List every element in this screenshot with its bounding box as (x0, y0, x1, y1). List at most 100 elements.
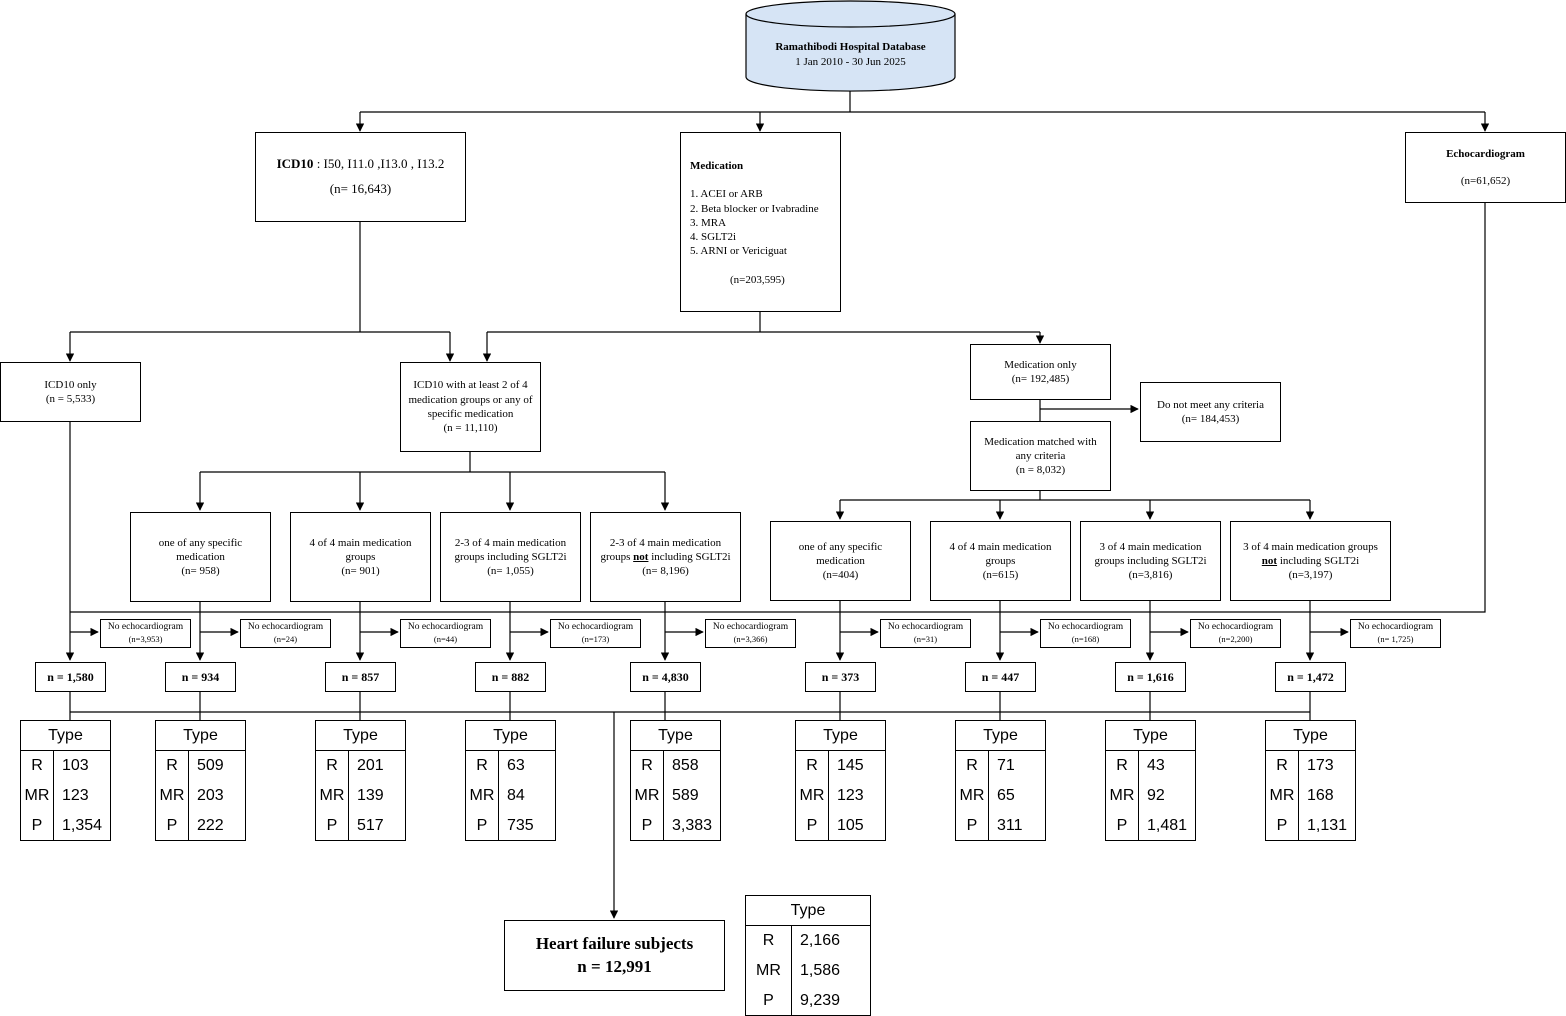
type-label: MR (466, 781, 499, 811)
type-value: 1,131 (1307, 817, 1348, 834)
medication-item: 4. SGLT2i (690, 231, 737, 244)
no-echo-label: No echocardiogram (712, 622, 789, 633)
group-label: 4 of 4 main medication (309, 536, 412, 549)
type-table-header: Type (796, 721, 885, 751)
no-echo-count: (n=3,366) (733, 634, 768, 645)
group-count: (n=3,816) (1128, 569, 1173, 582)
type-label: R (1266, 751, 1299, 781)
medication-matched-line: any criteria (1015, 449, 1066, 462)
type-table-header: Type (956, 721, 1045, 751)
type-value: 84 (507, 787, 525, 804)
group-box: 2-3 of 4 main medication groups includin… (440, 512, 581, 602)
medication-only-label: Medication only (1004, 358, 1077, 371)
group-label: 3 of 4 main medication (1099, 540, 1202, 553)
type-value: 145 (837, 757, 864, 774)
type-value: 139 (357, 787, 384, 804)
group-count: (n=3,197) (1288, 569, 1333, 582)
no-echo-count: (n=3,953) (128, 634, 163, 645)
type-table-header: Type (1106, 721, 1195, 751)
database-node: Ramathibodi Hospital Database 1 Jan 2010… (745, 0, 956, 92)
no-echo-box: No echocardiogram (n=3,953) (100, 619, 191, 648)
no-echo-count: (n=168) (1071, 634, 1100, 645)
n-count-box: n = 1,580 (35, 662, 106, 692)
medication-title: Medication (690, 160, 744, 172)
no-criteria-label: Do not meet any criteria (1157, 398, 1264, 411)
type-label: MR (796, 781, 829, 811)
type-value: 203 (197, 787, 224, 804)
type-label: P (316, 811, 349, 841)
no-echo-label: No echocardiogram (107, 622, 184, 633)
type-label: P (1106, 811, 1139, 841)
type-value: 103 (62, 757, 89, 774)
icd10-with-medication-count: (n = 11,110) (443, 422, 498, 435)
type-value: 311 (997, 817, 1023, 834)
type-label: MR (631, 781, 664, 811)
group-box: 3 of 4 main medication groups not includ… (1230, 521, 1391, 601)
group-count: (n=615) (982, 569, 1019, 582)
medication-item: 5. ARNI or Vericiguat (690, 245, 787, 258)
type-table-row: P 517 (316, 811, 405, 841)
type-value: 63 (507, 757, 525, 774)
type-label: P (466, 811, 499, 841)
medication-only-count: (n= 192,485) (1011, 373, 1070, 385)
n-count-box: n = 1,472 (1275, 662, 1346, 692)
type-value: 1,481 (1147, 817, 1188, 834)
type-value: 517 (357, 817, 384, 834)
database-cylinder-icon (745, 0, 956, 92)
no-echo-count: (n= 1,725) (1377, 634, 1414, 645)
type-value: 105 (837, 817, 864, 834)
type-value: 858 (672, 757, 699, 774)
no-echo-label: No echocardiogram (247, 622, 324, 633)
group-box: 3 of 4 main medication groups including … (1080, 521, 1221, 601)
type-label: P (746, 986, 792, 1016)
heart-failure-count: n = 12,991 (577, 956, 652, 976)
type-table-header: Type (746, 896, 870, 926)
no-echo-box: No echocardiogram (n=2,200) (1190, 619, 1281, 648)
no-echo-label: No echocardiogram (887, 622, 964, 633)
no-echo-box: No echocardiogram (n=31) (880, 619, 971, 648)
no-echo-box: No echocardiogram (n=168) (1040, 619, 1131, 648)
group-label: groups (345, 550, 376, 563)
database-period: 1 Jan 2010 - 30 Jun 2025 (795, 55, 906, 68)
type-value: 92 (1147, 787, 1165, 804)
type-value: 1,586 (800, 962, 841, 979)
medication-count: (n=203,595) (730, 273, 785, 286)
type-label: R (466, 751, 499, 781)
type-value: 168 (1307, 787, 1334, 804)
n-count-box: n = 857 (325, 662, 396, 692)
type-label: P (21, 811, 54, 841)
group-label: 4 of 4 main medication (949, 540, 1052, 553)
group-count: (n= 1,055) (487, 565, 534, 578)
medication-item: 2. Beta blocker or Ivabradine (690, 202, 819, 215)
emphasis-not: not (633, 550, 649, 563)
no-echo-label: No echocardiogram (1357, 622, 1434, 633)
group-box: 4 of 4 main medication groups (n= 901) (290, 512, 431, 602)
heart-failure-title: Heart failure subjects (535, 934, 694, 954)
echocardiogram-title: Echocardiogram (1446, 148, 1525, 161)
type-table-row: P 1,481 (1106, 811, 1195, 841)
type-label: P (1266, 811, 1299, 841)
icd10-with-medication-line: ICD10 with at least 2 of 4 (413, 379, 528, 392)
type-value: 9,239 (800, 992, 841, 1009)
icd10-only-label: ICD10 only (44, 378, 97, 391)
group-label: groups (985, 554, 1016, 567)
type-value: 43 (1147, 757, 1165, 774)
icd10-with-medication-line: medication groups or any of (408, 393, 533, 406)
emphasis-not: not (1261, 554, 1278, 567)
type-label: MR (746, 956, 792, 986)
type-table-row: P 9,239 (746, 986, 870, 1016)
echocardiogram-count: (n=61,652) (1460, 174, 1511, 187)
